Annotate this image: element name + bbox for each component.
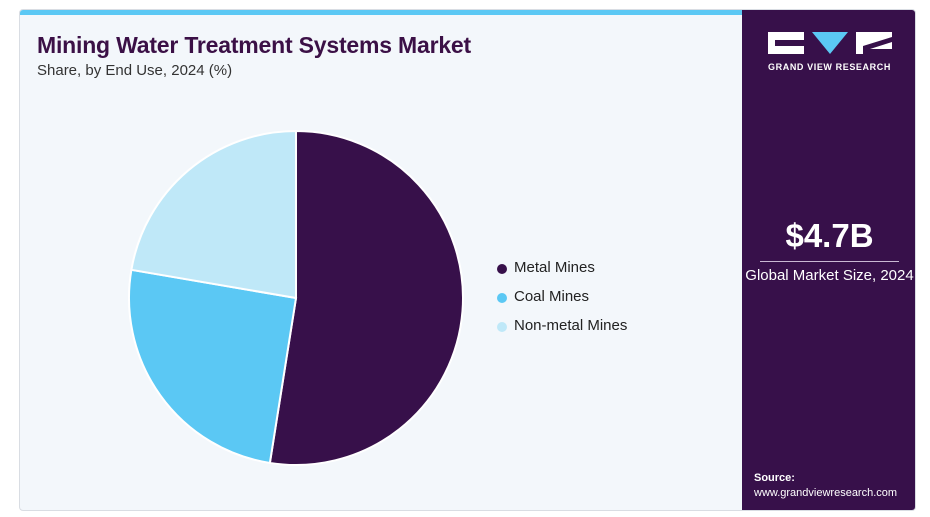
market-size-label: Global Market Size, 2024 [745, 267, 914, 284]
legend-label: Metal Mines [514, 259, 595, 276]
chart-card: Mining Water Treatment Systems Market Sh… [19, 9, 916, 511]
legend-label: Coal Mines [514, 288, 590, 305]
legend-swatch [497, 322, 507, 332]
legend-swatch [497, 264, 507, 274]
chart-subtitle: Share, by End Use, 2024 (%) [37, 62, 233, 79]
legend-label: Non-metal Mines [514, 317, 628, 334]
sidebar-panel: GRAND VIEW RESEARCH $4.7B Global Market … [742, 10, 915, 510]
brand-name: GRAND VIEW RESEARCH [768, 62, 891, 72]
source-link[interactable]: www.grandviewresearch.com [754, 487, 898, 499]
grand-view-research-logo [768, 32, 892, 54]
pie-slice-metal-mines [268, 129, 464, 466]
pie-chart [128, 129, 464, 466]
source-label: Source: [754, 472, 795, 484]
chart-title: Mining Water Treatment Systems Market [37, 32, 471, 58]
market-size-value: $4.7B [785, 217, 874, 254]
divider [760, 261, 899, 262]
pie-slice-non-metal-mines [130, 129, 297, 300]
pie-slice-coal-mines [128, 268, 298, 465]
legend-swatch [497, 293, 507, 303]
accent-bar [20, 10, 742, 15]
